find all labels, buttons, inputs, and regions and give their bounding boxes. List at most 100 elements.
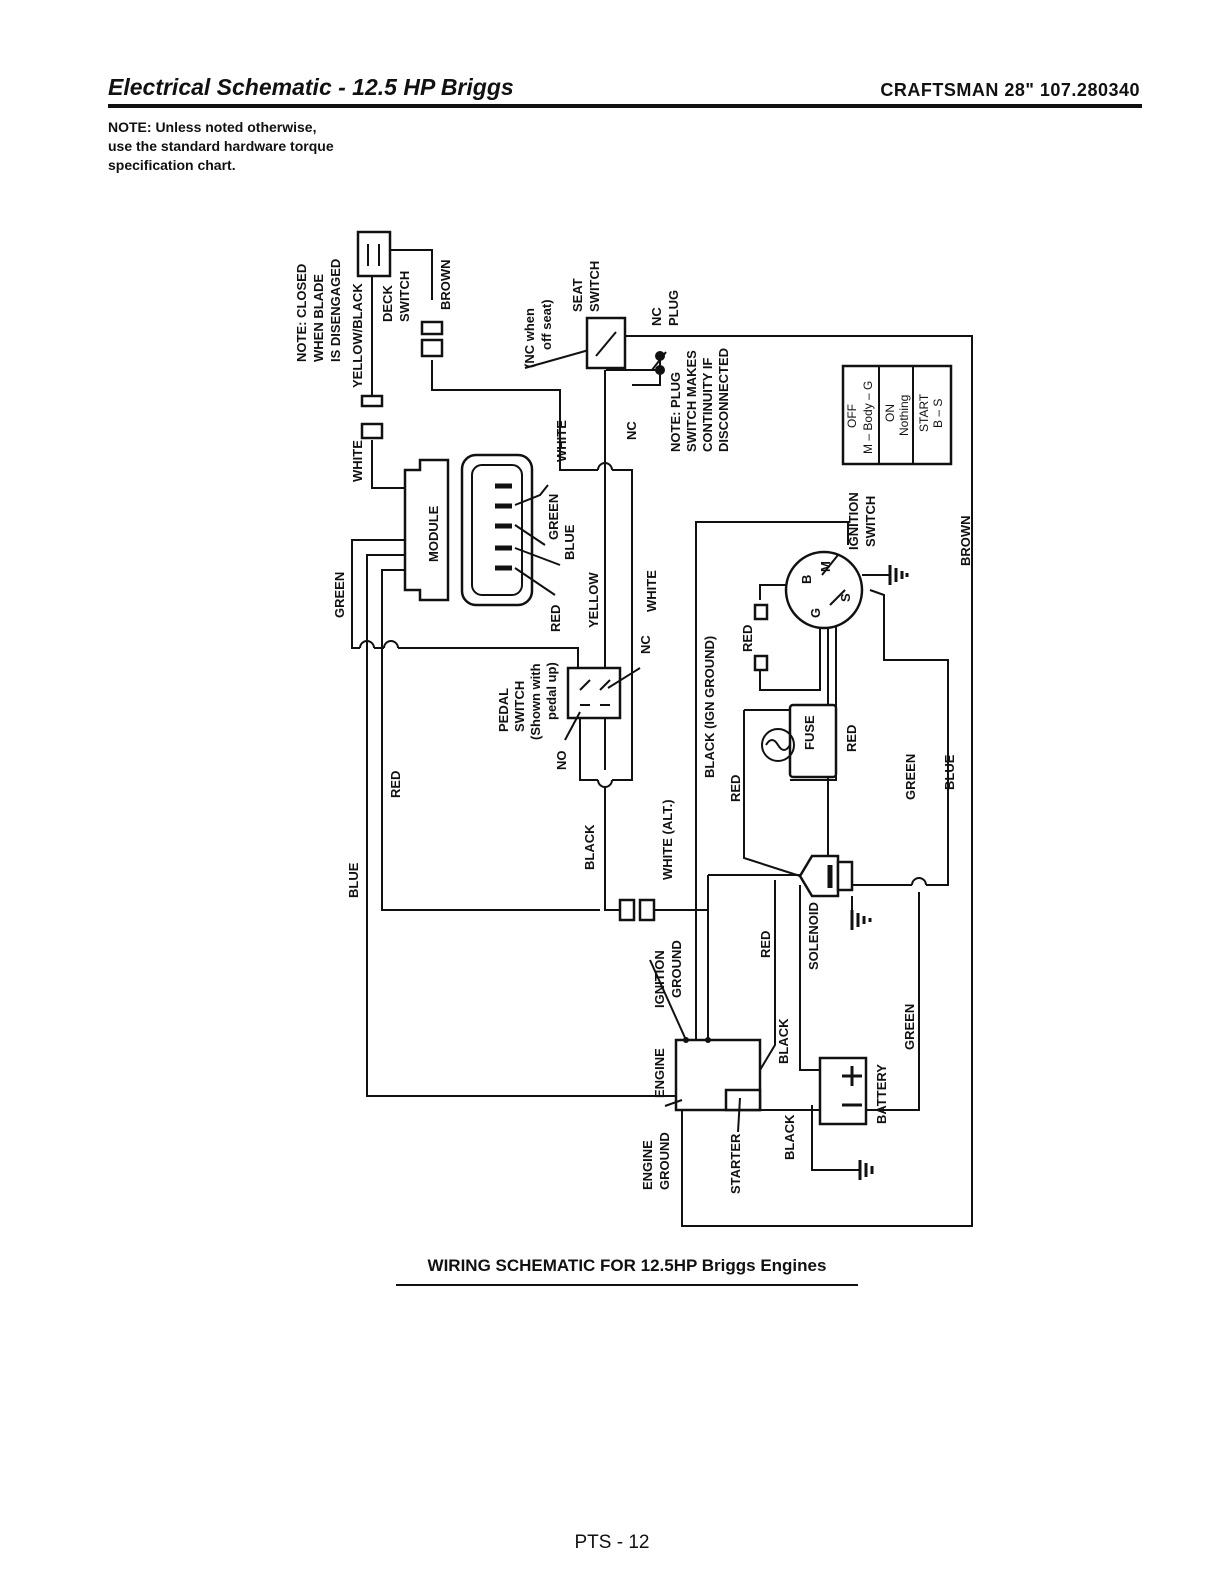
page-number: PTS - 12 bbox=[574, 1532, 650, 1553]
ignition-table bbox=[841, 364, 953, 466]
solenoid-ground-symbol bbox=[850, 910, 872, 930]
module bbox=[403, 458, 450, 602]
label-green-conn: GREEN bbox=[546, 494, 561, 540]
schematic-caption: WIRING SCHEMATIC FOR 12.5HP Briggs Engin… bbox=[427, 1256, 827, 1275]
label-plug-note-1: NOTE: PLUG bbox=[668, 372, 683, 452]
label-engine: ENGINE bbox=[652, 1048, 667, 1098]
label-red-conn: RED bbox=[548, 605, 563, 632]
label-module: MODULE bbox=[426, 505, 441, 562]
label-deck-switch-2: SWITCH bbox=[397, 271, 412, 322]
label-pedal-1: PEDAL bbox=[496, 688, 511, 732]
label-blue-conn: BLUE bbox=[562, 524, 577, 560]
connector-yellow-black bbox=[360, 394, 384, 440]
label-plug-note-3: CONTINUITY IF bbox=[700, 358, 715, 452]
label-pedal-2: SWITCH bbox=[512, 681, 527, 732]
note-line-2: use the standard hardware torque bbox=[108, 138, 334, 154]
label-red-c: RED bbox=[844, 725, 859, 752]
label-white-alt: WHITE (ALT.) bbox=[660, 799, 675, 880]
table-on-2: Nothing bbox=[897, 395, 911, 436]
table-on-1: ON bbox=[883, 404, 897, 422]
label-blue-right: BLUE bbox=[942, 754, 957, 790]
ignition-ground-symbol bbox=[888, 565, 909, 585]
torque-note: NOTE: Unless noted otherwise, use the st… bbox=[108, 118, 334, 175]
deck-switch bbox=[356, 230, 392, 278]
label-solenoid: SOLENOID bbox=[806, 902, 821, 970]
label-red-left: RED bbox=[388, 771, 403, 798]
label-nc-mid: NC bbox=[624, 421, 639, 440]
label-pedal-4: pedal up) bbox=[544, 662, 559, 720]
label-red-b: RED bbox=[728, 775, 743, 802]
note-line-3: specification chart. bbox=[108, 157, 236, 173]
label-ignition-switch-1: IGNITION bbox=[846, 492, 861, 550]
fuse bbox=[761, 703, 838, 779]
model-number: CRAFTSMAN 28" 107.280340 bbox=[880, 80, 1140, 100]
table-start-1: START bbox=[917, 393, 931, 432]
label-starter: STARTER bbox=[728, 1133, 743, 1194]
label-brown-top: BROWN bbox=[438, 259, 453, 310]
label-nc-plug-2: PLUG bbox=[666, 290, 681, 326]
labels: NOTE: CLOSED WHEN BLADE IS DISENGAGED YE… bbox=[294, 259, 973, 1194]
label-pedal-3: (Shown with bbox=[528, 663, 543, 740]
label-ign-ground-2: GROUND bbox=[669, 940, 684, 998]
label-blue-left: BLUE bbox=[346, 862, 361, 898]
label-black-mid: BLACK bbox=[582, 824, 597, 870]
label-ignition-switch-2: SWITCH bbox=[863, 496, 878, 547]
label-white-left: WHITE bbox=[350, 440, 365, 482]
label-engine-ground-1: ENGINE bbox=[640, 1140, 655, 1190]
label-note-closed-3: IS DISENGAGED bbox=[328, 259, 343, 362]
engine bbox=[664, 1037, 762, 1133]
label-no: NO bbox=[554, 751, 569, 771]
label-nc-pedal: NC bbox=[638, 635, 653, 654]
module-connector bbox=[460, 453, 561, 607]
page-title: Electrical Schematic - 12.5 HP Briggs bbox=[108, 74, 514, 100]
seat-switch bbox=[585, 316, 627, 370]
label-battery: BATTERY bbox=[874, 1064, 889, 1124]
label-red-d: RED bbox=[758, 931, 773, 958]
connector-brown bbox=[420, 320, 444, 358]
label-green-left: GREEN bbox=[332, 572, 347, 618]
label-black-ign: BLACK (IGN GROUND) bbox=[702, 636, 717, 778]
label-seat-switch-2: SWITCH bbox=[587, 261, 602, 312]
label-brown-right: BROWN bbox=[958, 515, 973, 566]
label-plug-note-2: SWITCH MAKES bbox=[684, 350, 699, 452]
solenoid bbox=[798, 854, 854, 915]
label-fuse: FUSE bbox=[802, 715, 817, 750]
label-deck-switch-1: DECK bbox=[380, 285, 395, 322]
caption-rule bbox=[396, 1284, 858, 1286]
note-line-1: NOTE: Unless noted otherwise, bbox=[108, 119, 317, 135]
label-red-a: RED bbox=[740, 625, 755, 652]
header-rule bbox=[108, 104, 1142, 108]
label-terminal-g: G bbox=[808, 608, 823, 618]
label-terminal-b: B bbox=[799, 575, 814, 584]
nc-plug bbox=[651, 351, 667, 375]
table-start-2: B – S bbox=[931, 399, 945, 428]
label-nc-plug-1: NC bbox=[649, 307, 664, 326]
label-white-mid: WHITE bbox=[644, 570, 659, 612]
label-terminal-m: M bbox=[818, 561, 833, 572]
table-off-1: OFF bbox=[845, 404, 859, 428]
label-plug-note-4: DISCONNECTED bbox=[716, 348, 731, 452]
table-off-2: M – Body – G bbox=[861, 381, 875, 454]
connector-red-black bbox=[618, 898, 656, 922]
label-black-low2: BLACK bbox=[782, 1114, 797, 1160]
label-white-conn: WHITE bbox=[554, 420, 569, 462]
label-ign-ground-1: IGNITION bbox=[652, 950, 667, 1008]
label-yellow-black: YELLOW/BLACK bbox=[350, 283, 365, 388]
battery bbox=[818, 1056, 868, 1126]
connector-red-fuse bbox=[753, 603, 769, 672]
battery-ground-symbol bbox=[858, 1160, 874, 1180]
label-green-right: GREEN bbox=[903, 754, 918, 800]
label-nc-when-1: (NC when bbox=[522, 308, 537, 368]
label-seat-switch-1: SEAT bbox=[570, 278, 585, 312]
label-green-right2: GREEN bbox=[902, 1004, 917, 1050]
pedal-switch bbox=[564, 666, 641, 741]
label-engine-ground-2: GROUND bbox=[657, 1132, 672, 1190]
ignition-switch bbox=[784, 550, 890, 630]
label-note-closed-2: WHEN BLADE bbox=[311, 274, 326, 362]
label-note-closed-1: NOTE: CLOSED bbox=[294, 264, 309, 362]
label-black-low: BLACK bbox=[776, 1018, 791, 1064]
label-yellow: YELLOW bbox=[586, 572, 601, 628]
label-nc-when-2: off seat) bbox=[539, 299, 554, 350]
label-terminal-s: S bbox=[838, 593, 853, 602]
